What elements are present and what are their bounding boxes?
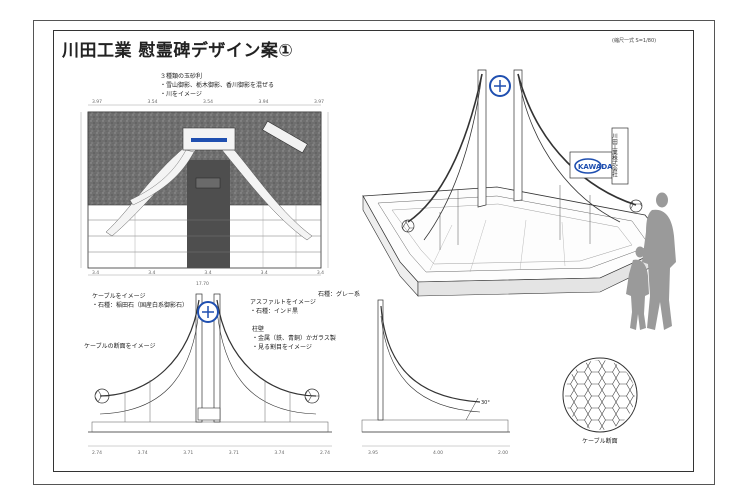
drawing-sheet — [33, 20, 715, 485]
note-asphalt: アスファルトをイメージ・石種：インド黒 — [250, 299, 316, 315]
side-elevation: 30° — [361, 299, 510, 447]
svg-text:KAWADA: KAWADA — [578, 163, 613, 171]
sign-company-text: 川田工業株式会社 — [611, 133, 618, 178]
angle-label: 30° — [481, 400, 490, 406]
cable-section — [562, 357, 638, 433]
note-cable: ケーブルをイメージ・石種：稲田石（国産白系御影石） — [92, 293, 189, 309]
scale-note: (縮尺一式 S=1/80) — [612, 38, 657, 44]
drawing-frame — [53, 30, 694, 472]
note-sand: ３種類の玉砂利・雪山御影、栃木御影、香川御影を混ぜる・川をイメージ — [160, 73, 275, 98]
sign-board — [569, 151, 613, 179]
note-section: ケーブルの断面をイメージ — [84, 343, 156, 350]
cable-section-label: ケーブル断面 — [582, 438, 618, 445]
note-column: 柱壁・金属（鉄、青銅）かガラス製・見る割目をイメージ — [252, 326, 336, 351]
plan-view: 17.70 — [80, 104, 329, 287]
note-stone: 石種：グレー系 — [318, 291, 361, 298]
front-elevation — [88, 293, 332, 447]
adult-silhouette — [642, 192, 676, 330]
child-silhouette — [626, 246, 649, 330]
plan-total-dim: 17.70 — [196, 281, 209, 287]
blue-bar — [191, 138, 227, 142]
page-title: 川田工業 慰霊碑デザイン案① — [62, 41, 294, 61]
iso-view: KAWADA 川田工業株式会社 — [362, 69, 676, 330]
